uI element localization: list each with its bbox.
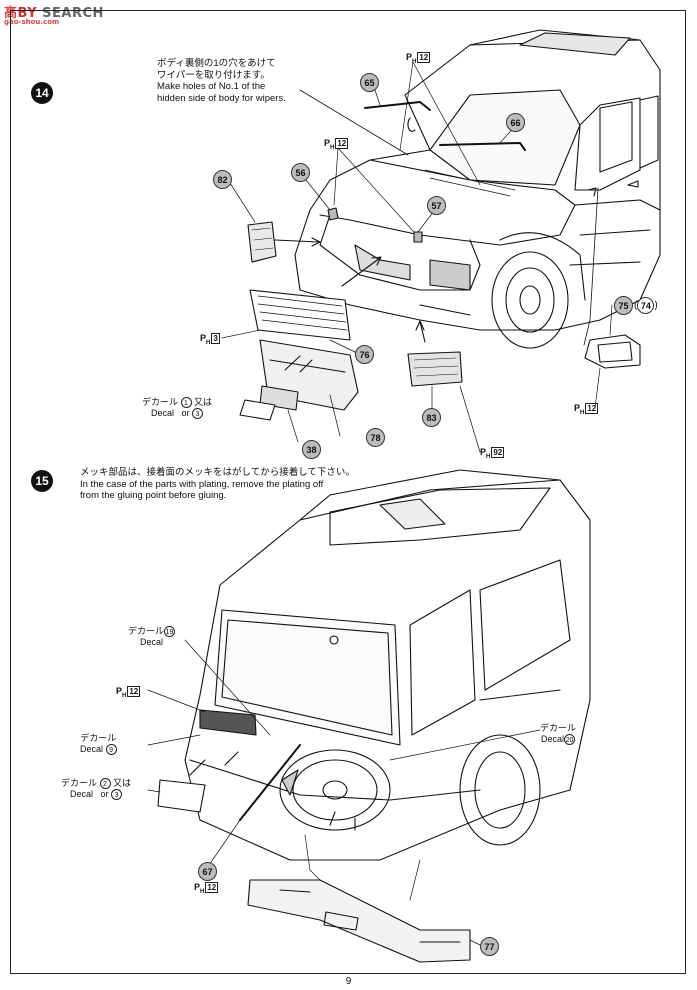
decal-9-label: デカール Decal 9: [80, 733, 117, 755]
part-57-callout: 57: [427, 196, 446, 215]
wiper-65: [364, 101, 431, 111]
part-67-callout: 67: [198, 862, 217, 881]
step-14-number: 14: [31, 82, 53, 104]
decal-note-step15: デカール 2 又は Decal or 3: [60, 778, 132, 800]
part-75-callout: 75: [614, 296, 633, 315]
step-15-number: 15: [31, 470, 53, 492]
part-82-shape: [247, 221, 277, 263]
page-number: 9: [345, 976, 352, 987]
step-15-note: メッキ部品は、接着面のメッキをはがしてから接着して下さい。 In the cas…: [80, 467, 355, 501]
suv-rear-illustration: [184, 469, 591, 861]
watermark-site: gao-shou.com: [4, 18, 60, 26]
suv-front-illustration: [294, 29, 661, 349]
part-77-callout: 77: [480, 937, 499, 956]
part-76-callout: 76: [355, 345, 374, 364]
part-78-callout: 78: [366, 428, 385, 447]
wiper-66: [439, 142, 526, 151]
part-65-callout: 65: [360, 73, 379, 92]
part-38-callout: 38: [302, 440, 321, 459]
step-14-note: ボディ裏側の1の穴をあけて ワイパーを取り付けます。 Make holes of…: [157, 58, 286, 104]
part-66-callout: 66: [506, 113, 525, 132]
part-83-callout: 83: [422, 408, 441, 427]
decal-note-step14: デカール 1 又は Decal or 3: [141, 397, 213, 419]
part-74-callout: 74: [637, 297, 655, 314]
part-77-shape: [247, 879, 471, 963]
page-frame: [10, 10, 686, 974]
part-82-callout: 82: [213, 170, 232, 189]
wiper-67: [239, 744, 301, 821]
part-56-callout: 56: [291, 163, 310, 182]
part-74-paren: (74): [634, 297, 658, 314]
watermark-logo: 高BY SEARCH: [4, 6, 104, 21]
